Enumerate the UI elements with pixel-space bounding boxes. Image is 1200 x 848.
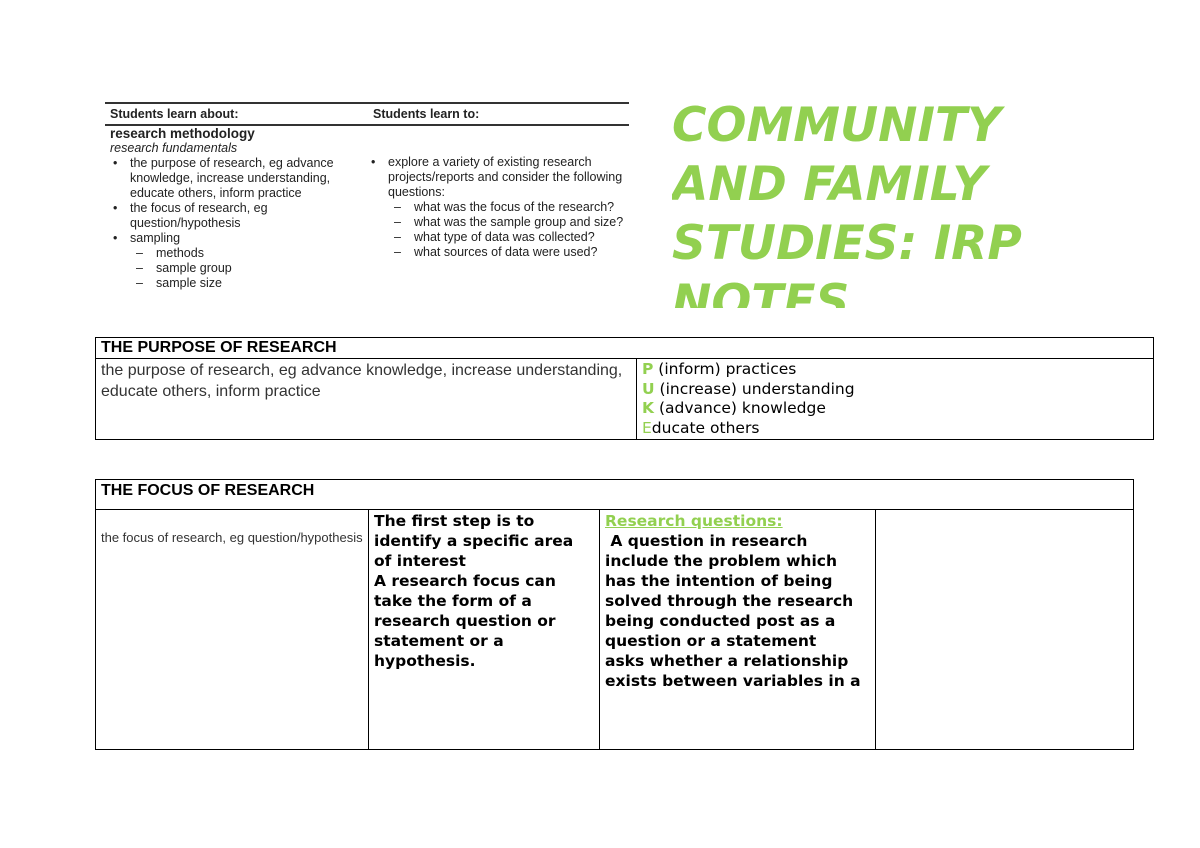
purpose-table: THE PURPOSE OF RESEARCH the purpose of r…	[95, 337, 1154, 440]
note-text: asks whether a relationship exists betwe…	[605, 652, 861, 690]
sub-item: what was the sample group and size?	[368, 215, 630, 230]
mnemonic-line: U (increase) understanding	[642, 380, 1148, 400]
note-text: A research focus can take the form of a …	[374, 572, 556, 670]
note-text: The first step is to identify a specific…	[374, 512, 574, 570]
empty-cell	[875, 509, 1134, 750]
purpose-description: the purpose of research, eg advance know…	[95, 358, 637, 440]
bullet: explore a variety of existing research p…	[368, 155, 630, 200]
focus-header: THE FOCUS OF RESEARCH	[95, 479, 1134, 510]
bullet: the purpose of research, eg advance know…	[110, 156, 365, 201]
mnemonic-text: ducate others	[651, 418, 760, 437]
sub-item: what was the focus of the research?	[368, 200, 630, 215]
mnemonic-letter: U	[642, 379, 655, 398]
focus-notes: The first step is to identify a specific…	[368, 509, 600, 750]
research-questions-heading: Research questions:	[605, 512, 783, 530]
mnemonic-text: (advance) knowledge	[654, 399, 826, 417]
syllabus-excerpt-image: Students learn about: Students learn to:…	[105, 100, 629, 300]
bullet: the focus of research, eg question/hypot…	[110, 201, 365, 231]
focus-syllabus-point: the focus of research, eg question/hypot…	[95, 509, 369, 750]
focus-table: THE FOCUS OF RESEARCH the focus of resea…	[95, 479, 1134, 750]
sub-item: what type of data was collected?	[368, 230, 630, 245]
mnemonic-text: (increase) understanding	[654, 379, 855, 398]
puke-mnemonic: P (inform) practices U (increase) unders…	[636, 358, 1154, 440]
bullet: sampling	[110, 231, 365, 246]
mnemonic-letter: E	[642, 418, 652, 437]
mnemonic-text: (inform) practices	[653, 360, 797, 378]
purpose-header: THE PURPOSE OF RESEARCH	[95, 337, 1154, 359]
note-text: A question in research include the probl…	[605, 532, 859, 650]
sub-item: methods	[110, 246, 365, 261]
mnemonic-letter: P	[642, 360, 654, 378]
sub-item: sample size	[110, 276, 365, 291]
header-learn-to: Students learn to:	[373, 107, 480, 121]
syllabus-header: Students learn about: Students learn to:	[105, 102, 629, 126]
research-questions-cell: Research questions: A question in resear…	[599, 509, 876, 750]
mnemonic-line: Educate others	[642, 419, 1148, 439]
document-title: COMMUNITY AND FAMILY STUDIES: IRP NOTES	[672, 98, 1022, 308]
syllabus-heading: research methodology	[110, 126, 255, 141]
syllabus-subheading: research fundamentals	[110, 141, 238, 155]
header-learn-about: Students learn about:	[110, 107, 239, 121]
mnemonic-letter: K	[642, 399, 655, 417]
mnemonic-line: P (inform) practices	[642, 360, 1148, 380]
sub-item: sample group	[110, 261, 365, 276]
sub-item: what sources of data were used?	[368, 245, 630, 260]
mnemonic-line: K (advance) knowledge	[642, 399, 1148, 419]
